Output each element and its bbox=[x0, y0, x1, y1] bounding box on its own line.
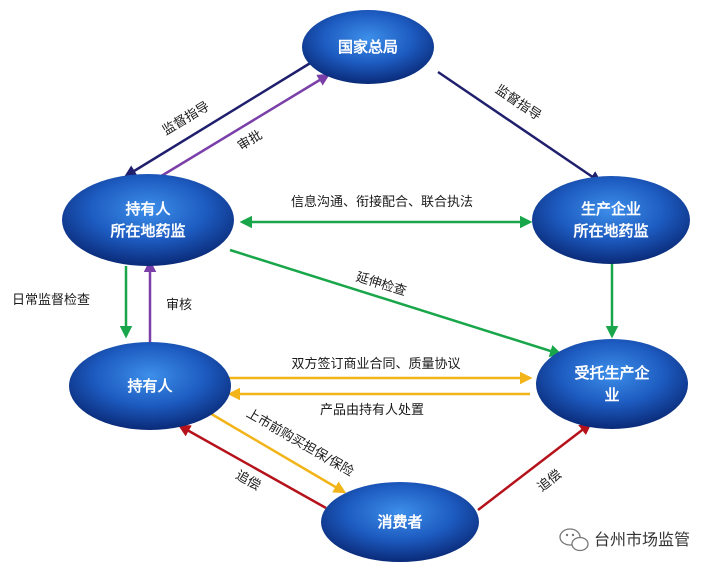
label-supervise-right: 监督指导 bbox=[492, 82, 544, 124]
edge-insurance bbox=[207, 410, 347, 494]
node-holder: 持有人 bbox=[69, 342, 231, 430]
edge-extended-inspection bbox=[229, 248, 563, 357]
edge-supervise-left bbox=[123, 60, 313, 178]
node-consumer-label: 消费者 bbox=[377, 513, 422, 531]
label-review: 审核 bbox=[166, 298, 192, 313]
edge-approve bbox=[157, 73, 331, 180]
edge-recourse-left bbox=[177, 424, 327, 510]
node-contracted-producer-line2: 业 bbox=[604, 386, 619, 404]
label-info-coordination: 信息沟通、衔接配合、联合执法 bbox=[291, 194, 473, 210]
node-producer-regulator: 生产企业 所在地药监 bbox=[532, 176, 690, 264]
edge-supervise-right bbox=[437, 70, 603, 184]
node-producer-regulator-line2: 所在地药监 bbox=[573, 222, 648, 240]
node-contracted-producer-line1: 受托生产企 bbox=[574, 364, 650, 382]
node-holder-regulator-line2: 所在地药监 bbox=[110, 222, 185, 240]
label-recourse-right: 追偿 bbox=[534, 467, 564, 496]
node-holder-regulator-line1: 持有人 bbox=[125, 200, 171, 218]
label-approve: 审批 bbox=[235, 128, 265, 154]
label-supervise-left: 监督指导 bbox=[160, 99, 212, 139]
node-contracted-producer: 受托生产企 业 bbox=[536, 339, 688, 429]
label-daily-inspection: 日常监督检查 bbox=[12, 293, 90, 308]
node-producer-regulator-line1: 生产企业 bbox=[581, 200, 641, 218]
node-holder-regulator: 持有人 所在地药监 bbox=[62, 174, 234, 266]
node-national-bureau: 国家总局 bbox=[302, 10, 434, 84]
edge-recourse-right bbox=[477, 422, 592, 511]
watermark: 台州市场监管 bbox=[559, 528, 690, 552]
label-product-disposal: 产品由持有人处置 bbox=[320, 403, 424, 418]
label-contract: 双方签订商业合同、质量协议 bbox=[291, 356, 460, 372]
label-extended-inspection: 延伸检查 bbox=[354, 270, 408, 300]
node-holder-label: 持有人 bbox=[127, 377, 173, 395]
node-national-bureau-label: 国家总局 bbox=[338, 38, 398, 56]
watermark-text: 台州市场监管 bbox=[594, 530, 690, 549]
wechat-icon bbox=[559, 528, 589, 552]
node-consumer: 消费者 bbox=[321, 482, 479, 562]
